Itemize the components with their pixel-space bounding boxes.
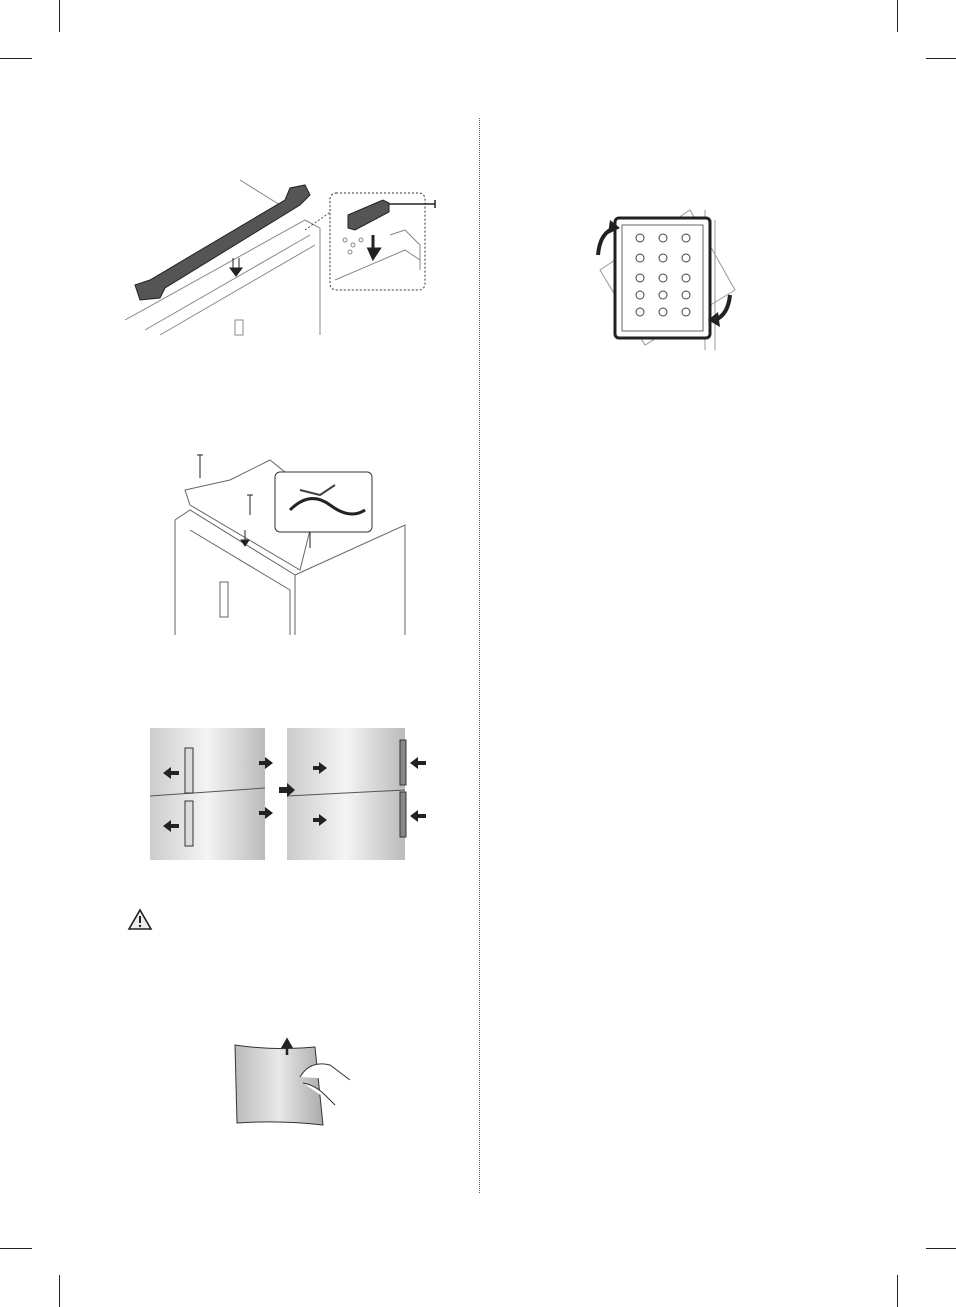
lift-door-bin-illustration — [225, 1035, 355, 1130]
crop-mark — [926, 58, 956, 59]
crop-mark — [897, 0, 898, 32]
crop-mark — [59, 0, 60, 32]
crop-mark — [0, 1248, 32, 1249]
hinge-bracket-screws-illustration — [170, 450, 410, 640]
top-cover-install-illustration — [105, 180, 445, 340]
crop-mark — [926, 1248, 956, 1249]
crop-mark — [0, 58, 32, 59]
caution-triangle-icon — [128, 909, 152, 931]
door-gasket-rotate-illustration — [590, 210, 740, 350]
crop-mark — [897, 1275, 898, 1307]
column-divider — [479, 118, 480, 1193]
crop-mark — [59, 1275, 60, 1307]
door-handle-reversal-illustration — [145, 728, 440, 863]
